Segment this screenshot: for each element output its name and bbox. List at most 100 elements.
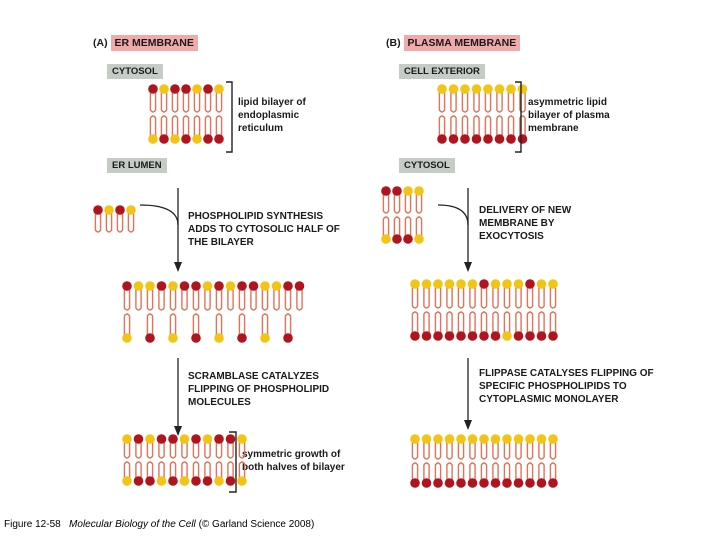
- lipid-head: [525, 279, 535, 289]
- phospholipid: [502, 434, 512, 460]
- lipid-tail: [438, 115, 446, 136]
- lipid-tail: [169, 289, 177, 311]
- lipid-tail: [480, 442, 488, 460]
- lipid-tail: [457, 462, 465, 480]
- lipid-tail: [484, 115, 492, 136]
- lipid-head: [448, 84, 459, 94]
- phospholipid: [133, 434, 144, 459]
- lipid-tail: [434, 442, 442, 460]
- phospholipid: [214, 461, 224, 486]
- lipid-tail: [94, 213, 102, 233]
- lipid-tail: [215, 461, 223, 478]
- phospholipid: [414, 186, 424, 214]
- lipid-head: [490, 478, 501, 488]
- lipid-tail: [549, 442, 557, 460]
- phospholipid: [548, 311, 558, 341]
- lipid-tail: [250, 289, 257, 311]
- panel-a-step1: PHOSPHOLIPID SYNTHESIS ADDS TO CYTOSOLIC…: [188, 211, 340, 248]
- lipid-head: [214, 134, 224, 144]
- lipid-head: [513, 331, 524, 341]
- lipid-tail: [382, 216, 390, 236]
- phospholipid: [294, 281, 305, 311]
- phospholipid: [517, 115, 528, 144]
- lipid-tail: [192, 289, 200, 311]
- lipid-tail: [519, 92, 526, 113]
- lipid-tail: [469, 442, 476, 460]
- phospholipid: [467, 462, 478, 488]
- phospholipid: [471, 84, 482, 113]
- phospholipid: [392, 216, 402, 244]
- phospholipid: [548, 462, 558, 488]
- phospholipid: [225, 434, 236, 459]
- lipid-head: [437, 84, 447, 94]
- phospholipid: [410, 434, 420, 460]
- caption-book: Molecular Biology of the Cell: [69, 519, 196, 530]
- lipid-tail: [116, 213, 124, 233]
- lipid-tail: [238, 313, 246, 335]
- phospholipid: [433, 434, 443, 460]
- lipid-tail: [227, 442, 234, 459]
- phospholipid: [483, 115, 493, 144]
- phospholipid: [536, 462, 547, 488]
- lipid-head: [456, 478, 466, 488]
- lipid-tail: [480, 311, 488, 333]
- lipid-tail: [446, 287, 453, 309]
- lipid-head: [410, 331, 420, 341]
- phospholipid: [214, 281, 224, 311]
- lipid-tail: [215, 289, 223, 311]
- lipid-head: [548, 331, 558, 341]
- lipid-tail: [227, 461, 234, 478]
- lipid-tail: [169, 313, 177, 335]
- panel-b-top-label: CELL EXTERIOR: [399, 64, 485, 79]
- phospholipid: [403, 216, 413, 244]
- lipid-tail: [123, 461, 131, 478]
- lipid-head: [237, 333, 247, 343]
- phospholipid: [410, 462, 420, 488]
- lipid-head: [483, 84, 493, 94]
- arrow-head: [174, 426, 182, 436]
- lipid-head: [479, 478, 489, 488]
- lipid-head: [548, 279, 558, 289]
- phospholipid: [159, 84, 169, 113]
- lipid-head: [467, 434, 478, 444]
- lipid-tail: [273, 289, 280, 311]
- phospholipid: [460, 115, 470, 144]
- phospholipid: [490, 279, 501, 309]
- lipid-head: [133, 434, 144, 444]
- lipid-head: [271, 281, 282, 291]
- lipid-head: [414, 186, 424, 196]
- phospholipid: [381, 216, 391, 244]
- lipid-tail: [446, 442, 453, 460]
- lipid-tail: [461, 92, 469, 113]
- phospholipid: [260, 281, 270, 311]
- lipid-head: [513, 434, 524, 444]
- lipid-head: [525, 434, 535, 444]
- lipid-head: [148, 134, 158, 144]
- phospholipid: [513, 311, 524, 341]
- lipid-head: [122, 476, 132, 486]
- lipid-tail: [434, 311, 442, 333]
- phospholipid: [145, 461, 155, 486]
- lipid-tail: [457, 311, 465, 333]
- lipid-tail: [135, 442, 142, 459]
- phospholipid: [122, 281, 132, 311]
- phospholipid: [479, 462, 489, 488]
- lipid-tail: [382, 194, 390, 214]
- lipid-tail: [526, 462, 534, 480]
- lipid-head: [437, 134, 447, 144]
- phospholipid: [225, 461, 236, 486]
- lipid-tail: [526, 287, 534, 309]
- lipid-tail: [169, 442, 177, 459]
- lipid-tail: [549, 287, 557, 309]
- phospholipid: [179, 281, 190, 311]
- phospholipid: [191, 313, 201, 343]
- lipid-head: [168, 434, 178, 444]
- lipid-head: [179, 476, 190, 486]
- phospholipid: [479, 279, 489, 309]
- lipid-head: [202, 281, 213, 291]
- phospholipid: [444, 311, 455, 341]
- lipid-tail: [423, 311, 430, 333]
- panel-b-header: (B) PLASMA MEMBRANE: [386, 35, 521, 51]
- phospholipid: [104, 205, 114, 233]
- lipid-head: [433, 279, 443, 289]
